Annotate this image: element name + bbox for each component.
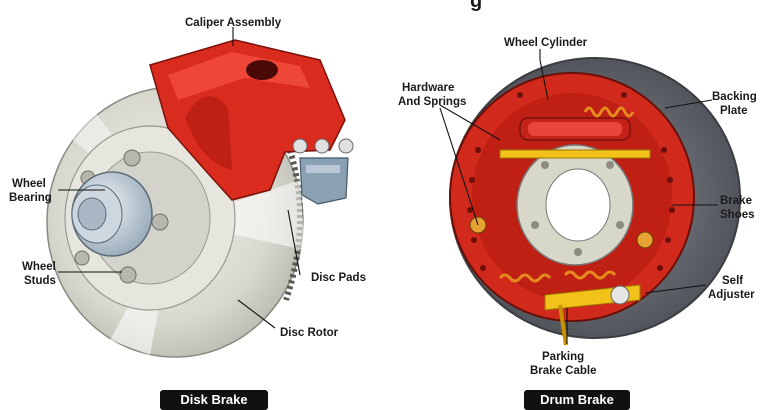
drum-labels: Wheel Cylinder Hardware And Springs Back…: [398, 37, 757, 377]
drum-brake-caption: Drum Brake: [524, 390, 630, 410]
title-fragment: g: [470, 0, 482, 12]
axle-hole: [545, 168, 611, 242]
hold-down-pin-right: [636, 231, 654, 249]
parking-brake-cable: [558, 304, 568, 346]
label-self-adjuster-2: Adjuster: [708, 289, 755, 301]
adjuster-strut: [499, 149, 651, 159]
label-wheel-studs-1: Wheel: [22, 261, 56, 273]
label-disc-rotor: Disc Rotor: [280, 327, 339, 339]
disc-pads: [299, 157, 349, 205]
label-caliper-assembly: Caliper Assembly: [185, 17, 282, 29]
label-hardware-springs-2: And Springs: [398, 96, 466, 108]
label-parking-cable-1: Parking: [542, 351, 584, 363]
hardware-springs: [498, 106, 635, 283]
caliper-assembly: [149, 39, 354, 201]
label-backing-plate-1: Backing: [712, 91, 757, 103]
label-wheel-cylinder: Wheel Cylinder: [504, 37, 588, 49]
label-hardware-springs-1: Hardware: [402, 82, 454, 94]
label-wheel-studs-2: Studs: [24, 275, 56, 287]
label-self-adjuster-1: Self: [722, 275, 743, 287]
self-adjuster: [544, 284, 641, 311]
disc-brake-caption: Disk Brake: [160, 390, 268, 410]
disc-brake-illustration: [46, 39, 354, 358]
drum-brake-illustration: [449, 57, 741, 346]
shoe-rivets: [467, 92, 675, 271]
label-brake-shoes-2: Shoes: [720, 209, 755, 221]
leader-lines: [58, 27, 718, 344]
label-wheel-bearing-2: Bearing: [9, 192, 52, 204]
rotor-highlight-1: [175, 180, 305, 250]
label-brake-shoes-1: Brake: [720, 195, 752, 207]
label-wheel-bearing-1: Wheel: [12, 178, 46, 190]
label-backing-plate-2: Plate: [720, 105, 748, 117]
wheel-bearing-center: [77, 197, 107, 231]
plate-bolts: [531, 161, 624, 256]
label-disc-pads: Disc Pads: [311, 272, 366, 284]
disc-labels: Caliper Assembly Wheel Bearing Wheel Stu…: [9, 17, 366, 339]
label-parking-cable-2: Brake Cable: [530, 365, 596, 377]
wheel-cylinder: [519, 117, 631, 141]
